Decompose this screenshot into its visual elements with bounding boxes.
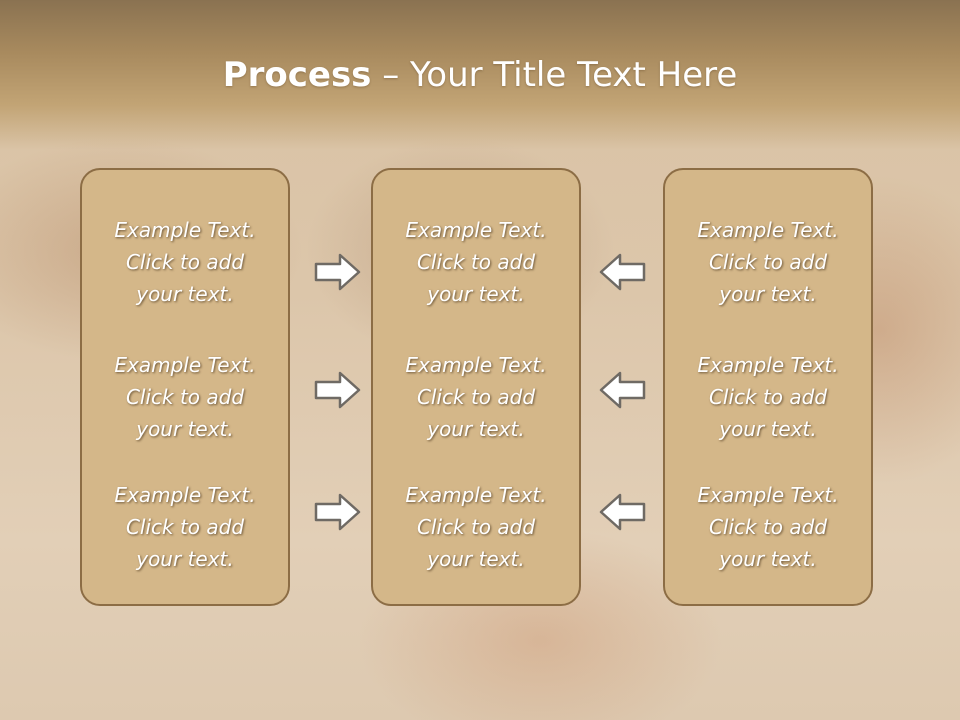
text-line: Example Text. bbox=[405, 353, 547, 377]
arrow-left-icon bbox=[598, 370, 646, 410]
text-block[interactable]: Example Text. Click to add your text. bbox=[373, 479, 579, 575]
text-block[interactable]: Example Text. Click to add your text. bbox=[665, 214, 871, 310]
arrow-left-icon bbox=[598, 252, 646, 292]
text-line: your text. bbox=[136, 417, 234, 441]
text-line: Click to add bbox=[416, 250, 536, 274]
text-block[interactable]: Example Text. Click to add your text. bbox=[82, 214, 288, 310]
text-line: Example Text. bbox=[405, 483, 547, 507]
text-line: your text. bbox=[427, 417, 525, 441]
text-line: your text. bbox=[136, 282, 234, 306]
text-line: Click to add bbox=[708, 250, 828, 274]
text-line: Example Text. bbox=[114, 218, 256, 242]
text-line: your text. bbox=[719, 547, 817, 571]
text-line: your text. bbox=[427, 282, 525, 306]
text-block[interactable]: Example Text. Click to add your text. bbox=[665, 349, 871, 445]
text-block[interactable]: Example Text. Click to add your text. bbox=[373, 349, 579, 445]
arrow-right-icon bbox=[314, 370, 362, 410]
text-line: your text. bbox=[719, 282, 817, 306]
title-band bbox=[0, 0, 960, 150]
slide-title[interactable]: Process – Your Title Text Here bbox=[0, 52, 960, 98]
text-line: your text. bbox=[136, 547, 234, 571]
text-line: Click to add bbox=[416, 515, 536, 539]
title-rest: – Your Title Text Here bbox=[371, 55, 738, 95]
text-line: Click to add bbox=[125, 515, 245, 539]
text-line: Click to add bbox=[416, 385, 536, 409]
arrow-right-icon bbox=[314, 252, 362, 292]
text-line: Click to add bbox=[708, 385, 828, 409]
text-line: Example Text. bbox=[697, 353, 839, 377]
process-box-right[interactable]: Example Text. Click to add your text. Ex… bbox=[663, 168, 873, 606]
text-line: Click to add bbox=[708, 515, 828, 539]
text-block[interactable]: Example Text. Click to add your text. bbox=[665, 479, 871, 575]
text-line: Click to add bbox=[125, 250, 245, 274]
text-line: Example Text. bbox=[697, 218, 839, 242]
process-box-left[interactable]: Example Text. Click to add your text. Ex… bbox=[80, 168, 290, 606]
text-line: Example Text. bbox=[114, 483, 256, 507]
arrow-left-icon bbox=[598, 492, 646, 532]
text-line: Example Text. bbox=[114, 353, 256, 377]
text-block[interactable]: Example Text. Click to add your text. bbox=[82, 479, 288, 575]
text-line: Example Text. bbox=[405, 218, 547, 242]
text-line: your text. bbox=[719, 417, 817, 441]
arrow-right-icon bbox=[314, 492, 362, 532]
text-line: Example Text. bbox=[697, 483, 839, 507]
text-line: Click to add bbox=[125, 385, 245, 409]
text-block[interactable]: Example Text. Click to add your text. bbox=[373, 214, 579, 310]
process-box-center[interactable]: Example Text. Click to add your text. Ex… bbox=[371, 168, 581, 606]
text-block[interactable]: Example Text. Click to add your text. bbox=[82, 349, 288, 445]
title-bold: Process bbox=[222, 55, 372, 95]
text-line: your text. bbox=[427, 547, 525, 571]
